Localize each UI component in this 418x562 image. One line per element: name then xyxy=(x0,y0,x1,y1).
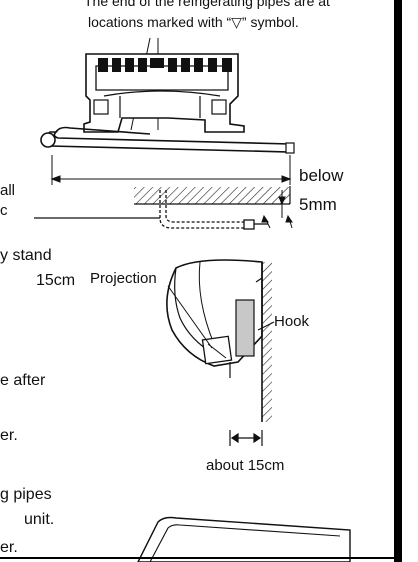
below-value-label: 5mm xyxy=(299,195,337,214)
wall-surface xyxy=(261,262,272,422)
left-fragment-3: y stand xyxy=(0,247,52,264)
mounting-plate-side xyxy=(235,299,255,357)
left-fragment-8: unit. xyxy=(24,511,55,528)
below-5mm-arrow xyxy=(261,190,293,229)
projection-leader xyxy=(167,285,213,349)
left-fragment-9: er. xyxy=(0,539,18,556)
caption-line-2: locations marked with “▽” symbol. xyxy=(88,14,299,30)
left-fragment-5: e after xyxy=(0,372,46,389)
mounting-plate xyxy=(83,53,245,133)
left-fragment-2: c xyxy=(0,202,8,219)
caption-line-1: The end of the refrigerating pipes are a… xyxy=(84,0,330,9)
bottom-rule xyxy=(0,557,394,559)
gap-label: about 15cm xyxy=(206,457,285,474)
hook-leader xyxy=(257,321,275,331)
hatched-wall-section xyxy=(134,186,291,205)
left-fragment-1: all xyxy=(0,182,16,199)
projection-label: Projection xyxy=(90,270,157,287)
lower-pipe-detail xyxy=(34,190,268,230)
right-border-bar xyxy=(394,0,402,562)
hook-label: Hook xyxy=(274,313,310,330)
below-label: below xyxy=(299,166,344,185)
left-fragment-6: er. xyxy=(0,427,18,444)
pipe-bundle xyxy=(40,126,295,154)
gap-dimension xyxy=(229,430,263,446)
left-fragment-7: g pipes xyxy=(0,486,52,503)
width-dimension xyxy=(50,155,292,185)
bottom-unit-partial xyxy=(137,516,351,562)
left-fragment-4: 15cm xyxy=(36,272,76,289)
